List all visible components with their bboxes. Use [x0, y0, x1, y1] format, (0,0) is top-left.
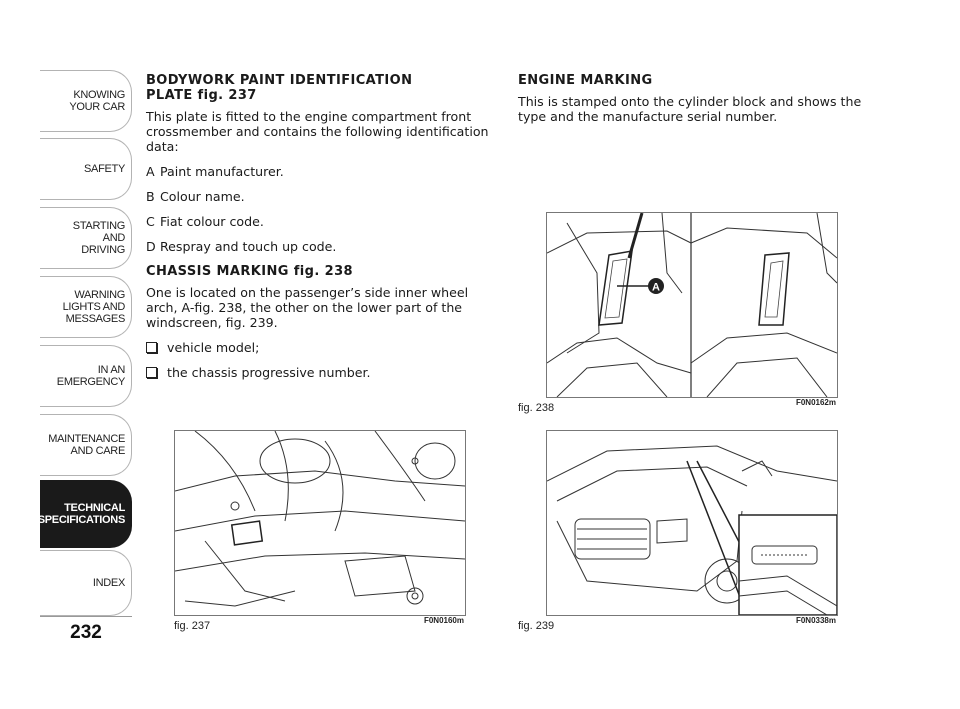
- item-key: D: [146, 239, 156, 254]
- figure-239-image: [546, 430, 838, 616]
- page-number: 232: [70, 622, 102, 643]
- heading-line: BODYWORK PAINT IDENTIFICATION: [146, 73, 413, 88]
- checkbox-bullet-icon: [146, 342, 157, 353]
- figure-238-caption: fig. 238: [518, 402, 555, 414]
- tab-label: SPECIFICATIONS: [37, 514, 126, 526]
- figure-238-image: A: [546, 212, 838, 398]
- item-text: Paint manufacturer.: [160, 164, 284, 179]
- tab-label: TECHNICAL: [64, 502, 125, 514]
- tab-label: WARNING: [74, 289, 125, 301]
- item-text: Fiat colour code.: [160, 214, 264, 229]
- tab-index[interactable]: INDEX: [40, 550, 132, 616]
- tab-label: MAINTENANCE: [48, 433, 125, 445]
- tab-label: IN AN: [97, 364, 126, 376]
- tab-label: YOUR CAR: [69, 101, 125, 113]
- item-key: C: [146, 214, 155, 229]
- tab-label: AND CARE: [70, 445, 126, 457]
- chassis-marking-text: One is located on the passenger’s side i…: [146, 285, 469, 330]
- tab-label: INDEX: [92, 577, 125, 589]
- engine-marking-text: This is stamped onto the cylinder block …: [518, 94, 862, 124]
- item-text: Respray and touch up code.: [160, 239, 337, 254]
- item-text: vehicle model;: [167, 340, 260, 355]
- chassis-item: vehicle model;: [146, 340, 498, 355]
- paint-item: B Colour name.: [146, 189, 498, 204]
- engine-marking-heading: ENGINE MARKING: [518, 73, 653, 88]
- left-column: BODYWORK PAINT IDENTIFICATION PLATE fig.…: [146, 73, 498, 390]
- item-text: Colour name.: [160, 189, 245, 204]
- tab-label: MESSAGES: [65, 313, 126, 325]
- paint-item: D Respray and touch up code.: [146, 239, 498, 254]
- chassis-marking-heading: CHASSIS MARKING fig. 238: [146, 264, 353, 279]
- item-key: A: [146, 164, 155, 179]
- callout-a-marker: [648, 278, 664, 294]
- paint-plate-heading: BODYWORK PAINT IDENTIFICATION PLATE fig.…: [146, 73, 498, 103]
- tab-label: KNOWING: [73, 89, 125, 101]
- paint-item: C Fiat colour code.: [146, 214, 498, 229]
- figure-239-code: F0N0338m: [795, 616, 836, 625]
- tab-label: LIGHTS AND: [62, 301, 126, 313]
- figure-238-code: F0N0162m: [795, 398, 836, 407]
- chassis-item: the chassis progressive number.: [146, 365, 498, 380]
- figure-237-code: F0N0160m: [423, 616, 464, 625]
- sidebar-divider: [40, 616, 132, 617]
- tab-label: DRIVING: [81, 244, 125, 256]
- engine-compartment-illustration: [175, 431, 465, 607]
- tab-label: SAFETY: [84, 163, 125, 175]
- heading-line: PLATE fig. 237: [146, 88, 257, 103]
- item-text: the chassis progressive number.: [167, 365, 371, 380]
- tab-label: STARTING: [72, 220, 126, 232]
- paint-plate-intro: This plate is fitted to the engine compa…: [146, 109, 489, 154]
- tab-safety[interactable]: SAFETY: [40, 138, 132, 200]
- wheel-arch-illustration: A: [547, 213, 837, 397]
- tab-label: EMERGENCY: [56, 376, 126, 388]
- figure-239-caption: fig. 239: [518, 620, 555, 632]
- callout-a-label: A: [652, 282, 660, 294]
- tab-label: AND: [102, 232, 126, 244]
- windscreen-vehicle-illustration: [547, 445, 837, 615]
- right-column: ENGINE MARKING This is stamped onto the …: [518, 73, 863, 134]
- figure-237-image: [174, 430, 466, 616]
- figure-237-caption: fig. 237: [174, 620, 211, 632]
- item-key: B: [146, 189, 155, 204]
- paint-item: A Paint manufacturer.: [146, 164, 498, 179]
- checkbox-bullet-icon: [146, 367, 157, 378]
